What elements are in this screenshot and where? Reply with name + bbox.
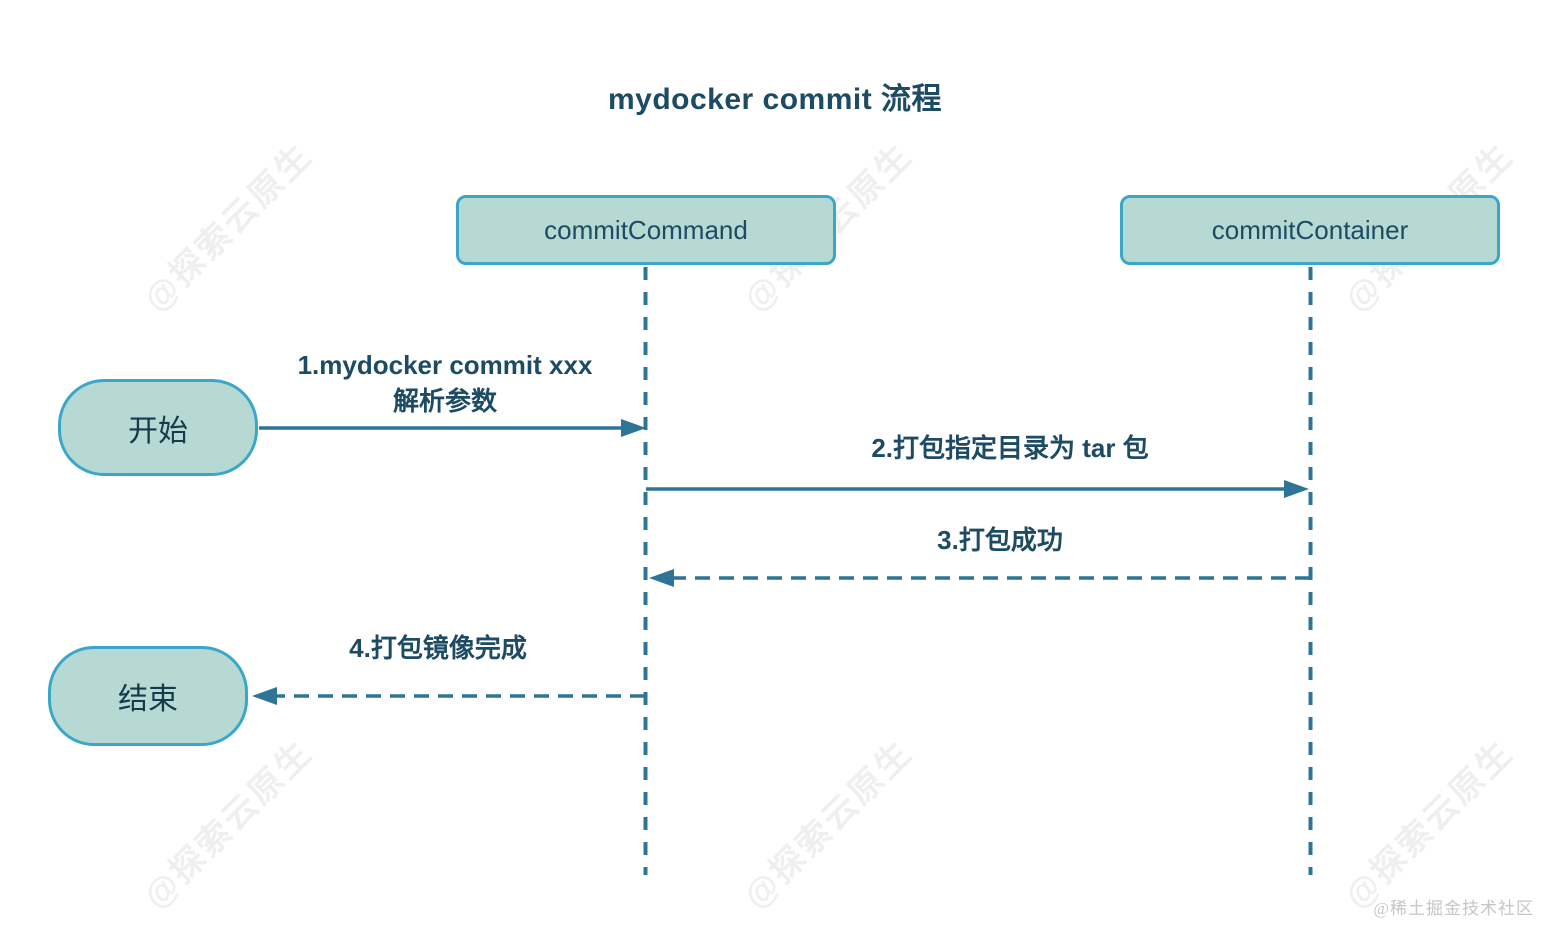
message-3-arrowhead (649, 569, 674, 587)
end-node: 结束 (48, 646, 248, 746)
start-node: 开始 (58, 379, 258, 476)
message-1-line2: 解析参数 (392, 386, 497, 416)
message-2-label: 2.打包指定目录为 tar 包 (871, 433, 1149, 463)
diagram-title: mydocker commit 流程 (607, 83, 943, 116)
credit-watermark: @稀土掘金技术社区 (1373, 899, 1534, 918)
message-1-label: 1.mydocker commit xxx 解析参数 (245, 347, 645, 419)
message-4-label: 4.打包镜像完成 (349, 633, 527, 663)
message-4-arrowhead (252, 687, 277, 705)
message-2-arrowhead (1284, 480, 1309, 498)
actor-commitcommand: commitCommand (456, 195, 836, 265)
message-1-line1: 1.mydocker commit xxx (297, 350, 593, 380)
message-1-arrowhead (621, 419, 646, 437)
actor-commitcontainer: commitContainer (1120, 195, 1500, 265)
message-3-label: 3.打包成功 (937, 525, 1063, 555)
